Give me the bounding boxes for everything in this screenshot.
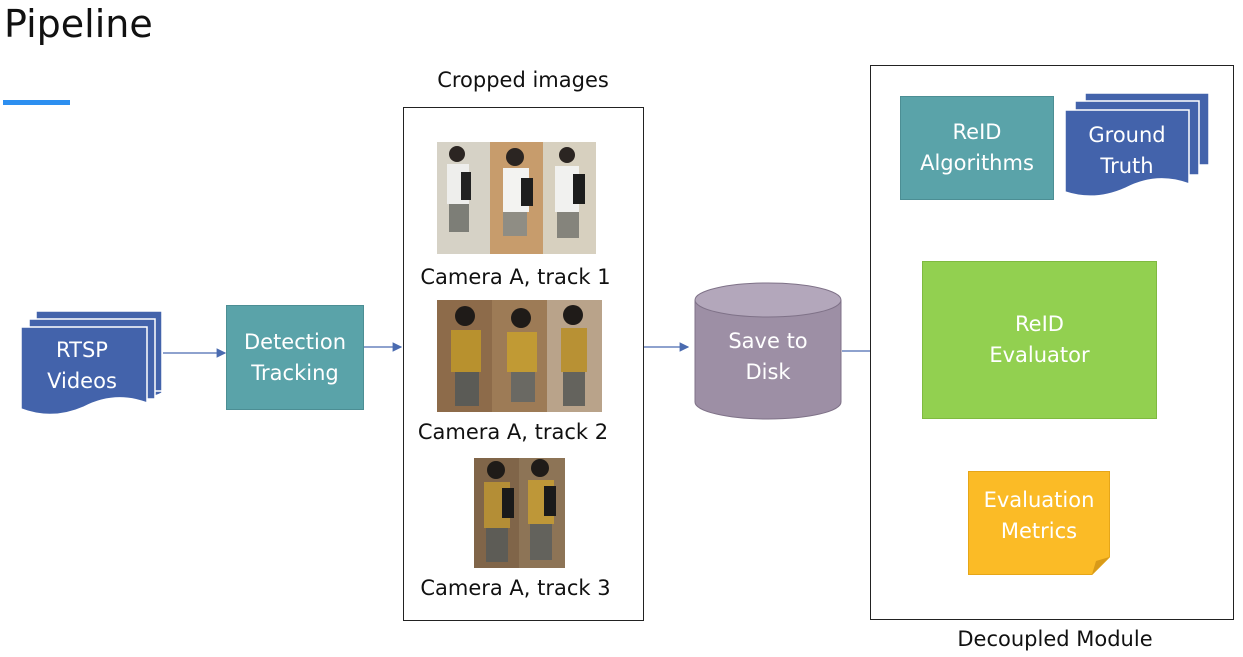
track-3-crops-graphic (474, 458, 565, 568)
rtsp-label-line1: RTSP (56, 338, 108, 362)
reid-evaluator-node: ReID Evaluator (922, 261, 1157, 419)
detection-label-line1: Detection (243, 329, 347, 354)
database-icon (694, 282, 842, 420)
rtsp-label: RTSP Videos (20, 331, 144, 401)
metrics-label-line1: Evaluation (983, 488, 1095, 512)
algorithms-label-line1: ReID (952, 120, 1002, 144)
track-1-caption: Camera A, track 1 (420, 265, 611, 289)
disk-label-line1: Save to (728, 329, 808, 353)
title-underline (3, 100, 70, 105)
ground-truth-node: Ground Truth (1063, 92, 1211, 202)
metrics-label: Evaluation Metrics (968, 483, 1110, 549)
reid-algorithms-node: ReID Algorithms (900, 96, 1054, 200)
ground-truth-label-line2: Truth (1100, 154, 1154, 178)
multi-document-icon (1064, 92, 1210, 197)
multi-document-icon (20, 310, 163, 416)
detection-label-line2: Tracking (251, 360, 339, 385)
disk-label-line2: Disk (745, 360, 791, 384)
track-2-crops-image (437, 300, 602, 412)
note-icon (968, 471, 1110, 575)
track-3-crops-image (474, 458, 565, 568)
algorithms-label-line2: Algorithms (920, 151, 1034, 175)
rtsp-label-line2: Videos (47, 369, 117, 393)
rtsp-videos-node: RTSP Videos (20, 309, 165, 421)
track-2-crops-graphic (437, 300, 602, 412)
save-to-disk-node: Save to Disk (694, 282, 842, 420)
evaluator-label-line1: ReID (1015, 312, 1064, 336)
decoupled-module-caption: Decoupled Module (957, 627, 1153, 651)
ground-truth-label-line1: Ground (1088, 123, 1166, 147)
disk-label: Save to Disk (694, 324, 842, 390)
track-2-caption: Camera A, track 2 (417, 420, 609, 444)
track-1-crops-graphic (437, 142, 596, 254)
evaluator-label-line2: Evaluator (989, 343, 1090, 367)
detection-tracking-node: Detection Tracking (226, 305, 364, 410)
evaluation-metrics-node: Evaluation Metrics (968, 471, 1110, 575)
cropped-images-heading: Cropped images (437, 68, 609, 92)
metrics-label-line2: Metrics (1000, 519, 1078, 543)
track-3-caption: Camera A, track 3 (420, 576, 611, 600)
track-1-crops-image (437, 142, 596, 254)
ground-truth-label: Ground Truth (1063, 118, 1191, 184)
page-title: Pipeline (4, 2, 153, 46)
